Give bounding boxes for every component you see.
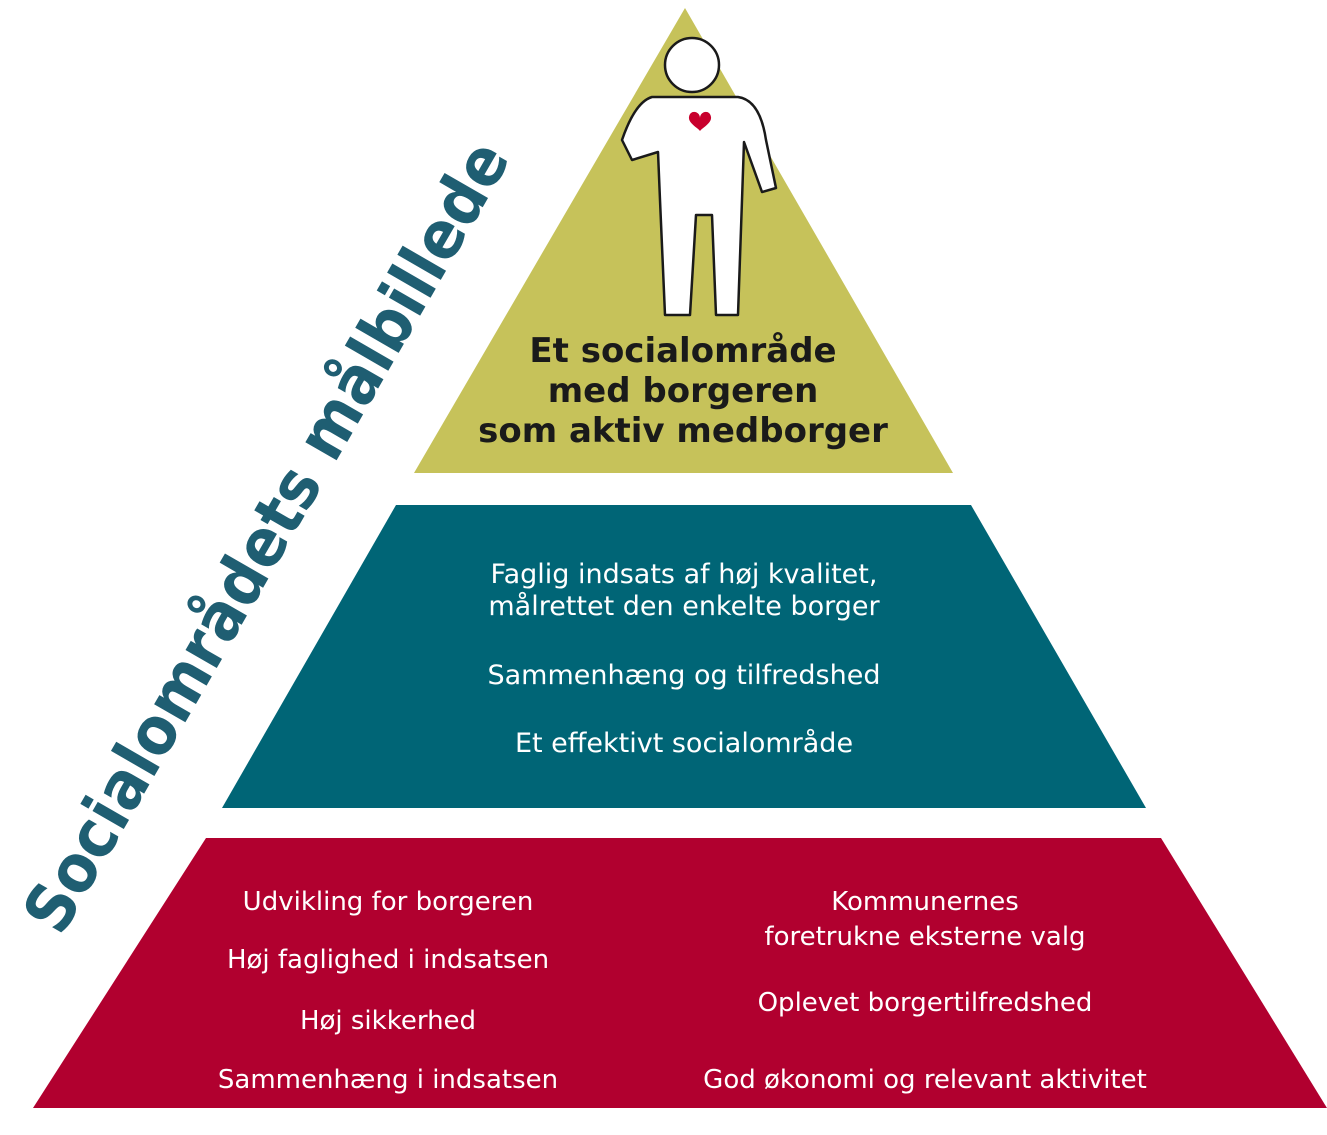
pyramid-tier-middle — [222, 505, 1146, 808]
middle-item-3: Et effektivt socialområde — [515, 728, 853, 759]
pyramid-tier-bottom — [33, 838, 1327, 1108]
bottom-right-item-3: God økonomi og relevant aktivitet — [703, 1065, 1147, 1095]
top-tier-line-1: Et socialområde — [529, 331, 836, 371]
bottom-left-item-4: Sammenhæng i indsatsen — [218, 1065, 558, 1095]
bottom-right-item-2: Oplevet borgertilfredshed — [758, 988, 1093, 1018]
bottom-right-item-1-line-2: foretrukne eksterne valg — [764, 922, 1085, 952]
middle-item-1-line-2: målrettet den enkelte borger — [488, 591, 880, 622]
person-with-heart-icon — [620, 36, 778, 317]
bottom-right-item-1-line-1: Kommunernes — [831, 887, 1019, 917]
top-tier-line-3: som aktiv medborger — [478, 411, 888, 451]
middle-item-2: Sammenhæng og tilfredshed — [488, 660, 881, 691]
bottom-left-item-3: Høj sikkerhed — [300, 1006, 476, 1036]
top-tier-line-2: med borgeren — [548, 371, 819, 411]
bottom-left-item-1: Udvikling for borgeren — [243, 887, 534, 917]
bottom-left-item-2: Høj faglighed i indsatsen — [227, 945, 549, 975]
heart-icon — [688, 111, 712, 131]
middle-item-1-line-1: Faglig indsats af høj kvalitet, — [491, 559, 878, 590]
